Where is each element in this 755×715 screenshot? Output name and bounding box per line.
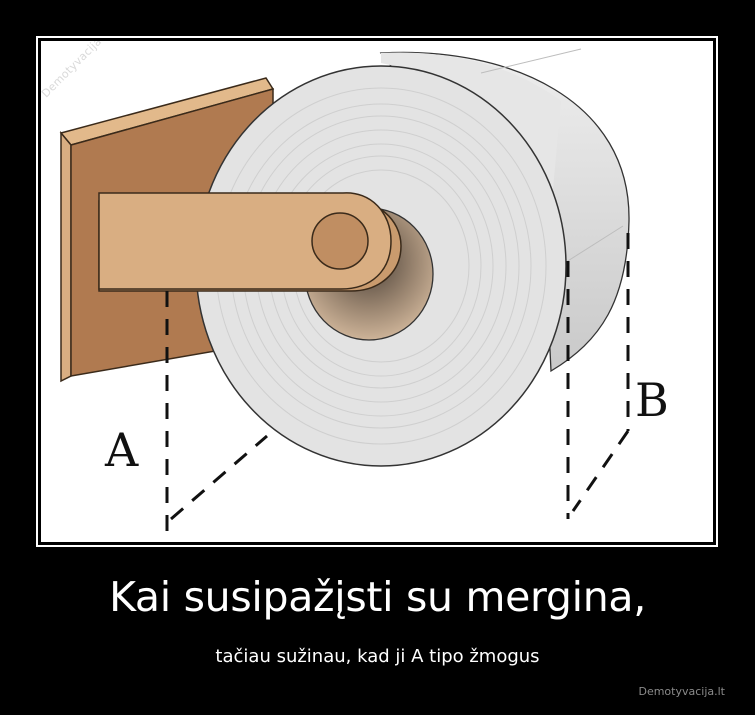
label-b: B: [635, 373, 669, 427]
poster-frame: A B Demotyvacija.lt: [36, 36, 718, 547]
poster-subline: tačiau sužinau, kad ji A tipo žmogus: [215, 646, 540, 667]
toilet-paper-illustration: A B: [59, 48, 669, 531]
holder-arm: [98, 192, 402, 292]
label-a: A: [104, 423, 139, 477]
dimension-lines: [165, 233, 630, 531]
site-credit-link[interactable]: Demotyvacija.lt: [638, 685, 725, 698]
poster-headline: Kai susipažįsti su mergina,: [109, 573, 646, 621]
poster-illustration: A B Demotyvacija.lt: [41, 41, 713, 542]
